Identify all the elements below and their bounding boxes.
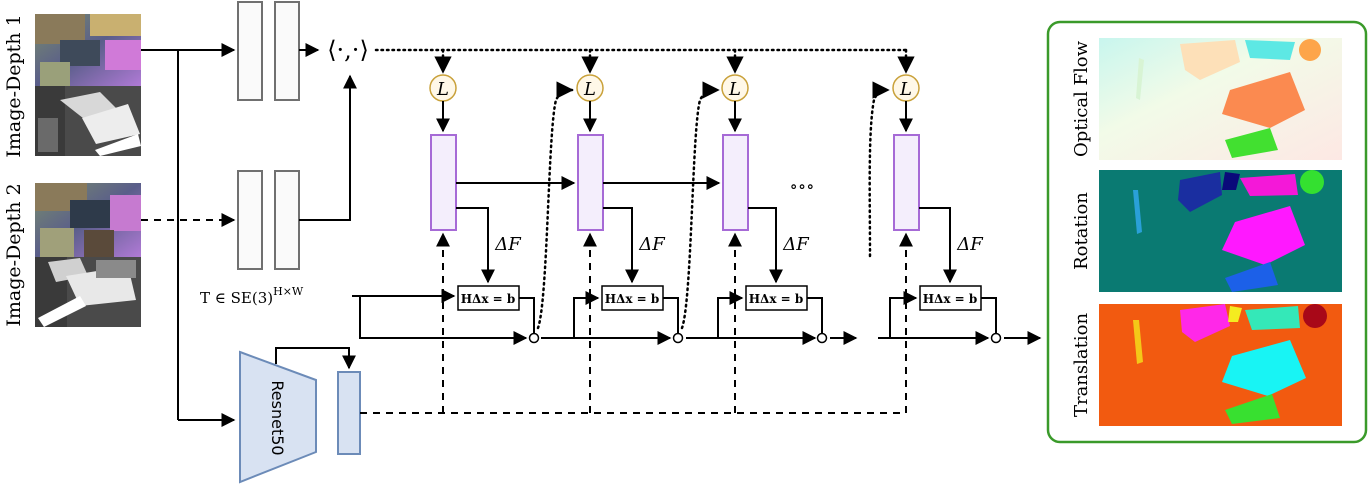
svg-text:HΔx = b: HΔx = b bbox=[605, 292, 660, 306]
correlation-feedback-dotted bbox=[536, 81, 890, 330]
optical-flow-label: Optical Flow bbox=[1071, 40, 1092, 157]
gru-block-4 bbox=[893, 134, 920, 231]
input-image-2 bbox=[35, 183, 141, 257]
lookup-to-gru-arrows bbox=[436, 101, 913, 133]
lookup-4: L bbox=[892, 74, 920, 102]
solver-block-2: HΔx = b bbox=[601, 285, 664, 311]
rotation-image bbox=[1099, 170, 1342, 292]
depth-image-1 bbox=[35, 86, 141, 156]
gru-block-3 bbox=[722, 134, 749, 231]
lookup-1: L bbox=[429, 74, 457, 102]
svg-text:L: L bbox=[728, 79, 741, 100]
feature-encoder-1 bbox=[237, 1, 300, 101]
delta-f-label-1: ΔF bbox=[494, 234, 522, 255]
feature-encoder-2 bbox=[237, 170, 300, 270]
correlation-operator: ⟨·,·⟩ bbox=[327, 36, 369, 64]
optical-flow-image bbox=[1099, 38, 1342, 160]
svg-text:HΔx = b: HΔx = b bbox=[749, 292, 804, 306]
svg-text:L: L bbox=[899, 79, 912, 100]
svg-text:L: L bbox=[583, 79, 596, 100]
image-depth-2-label: Image-Depth 2 bbox=[3, 183, 25, 326]
gru-block-1 bbox=[430, 134, 457, 231]
context-feature-block bbox=[337, 371, 361, 455]
pose-composition-nodes bbox=[528, 332, 1002, 344]
translation-image bbox=[1099, 304, 1342, 426]
resnet50-label: Resnet50 bbox=[268, 380, 287, 455]
svg-text:HΔx = b: HΔx = b bbox=[461, 292, 516, 306]
context-encoder-resnet50: Resnet50 bbox=[239, 350, 317, 484]
translation-label: Translation bbox=[1071, 313, 1092, 417]
input-image-1 bbox=[35, 14, 141, 86]
depth-image-2 bbox=[35, 257, 141, 327]
context-feature-bus bbox=[360, 232, 913, 414]
svg-text:HΔx = b: HΔx = b bbox=[923, 292, 978, 306]
delta-f-label-4: ΔF bbox=[956, 234, 984, 255]
delta-f-label-2: ΔF bbox=[638, 234, 666, 255]
rotation-label: Rotation bbox=[1071, 192, 1092, 270]
delta-flow-arrows bbox=[456, 207, 957, 284]
correlation-volume-bus bbox=[374, 48, 915, 74]
delta-f-label-3: ΔF bbox=[782, 234, 810, 255]
transform-update-lines bbox=[352, 289, 1042, 345]
image-depth-1-label: Image-Depth 1 bbox=[3, 14, 25, 157]
solver-block-3: HΔx = b bbox=[745, 285, 808, 311]
iteration-ellipsis: ∘∘∘ bbox=[789, 177, 814, 197]
lookup-2: L bbox=[576, 74, 604, 102]
svg-text:L: L bbox=[436, 79, 449, 100]
solver-block-4: HΔx = b bbox=[919, 285, 982, 311]
input-connections bbox=[141, 43, 357, 427]
solver-block-1: HΔx = b bbox=[457, 285, 520, 311]
context-connections bbox=[275, 347, 356, 370]
lookup-3: L bbox=[721, 74, 749, 102]
gru-block-2 bbox=[577, 134, 604, 231]
transform-field-label: T ∈ SE(3)H×W bbox=[200, 285, 304, 307]
